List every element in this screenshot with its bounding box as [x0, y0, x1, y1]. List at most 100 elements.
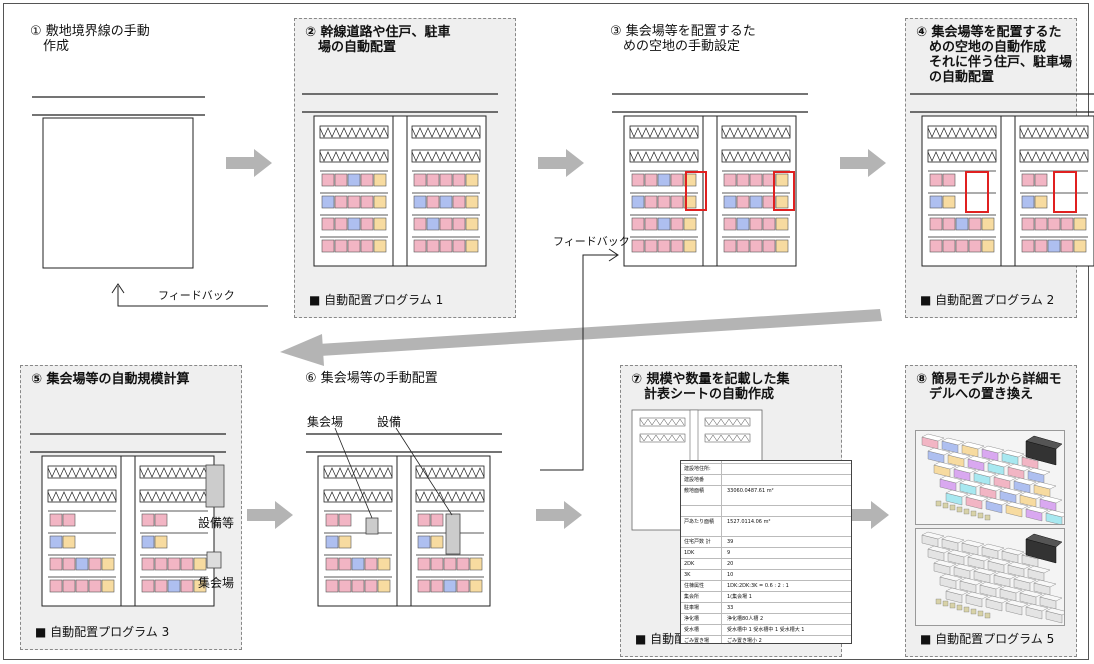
iso-roof [933, 461, 957, 470]
unit-cell [736, 217, 750, 231]
sheet-row-value: 9 [727, 550, 731, 556]
sheet-row-value: 1527.0114.06 m² [727, 519, 771, 525]
housing-zigzag [411, 127, 481, 138]
iso-roof [1045, 607, 1064, 616]
unit-cell [443, 557, 457, 571]
unit-cell [325, 579, 339, 593]
housing-zigzag [411, 151, 481, 162]
hall-block [365, 517, 379, 535]
iso-parking [970, 608, 977, 615]
housing-zigzag [927, 127, 997, 138]
unit-cell [413, 217, 427, 231]
unit-cell [657, 173, 671, 187]
unit-cell [338, 535, 352, 549]
unit-cell [723, 239, 737, 253]
unit-cell [360, 239, 374, 253]
unit-cell [426, 217, 440, 231]
site2-plan [302, 93, 498, 267]
unit-cell [377, 557, 391, 571]
unit-cell [452, 239, 466, 253]
unit-cell [1021, 195, 1035, 209]
iso-roof [1019, 491, 1043, 500]
unit-cell [193, 579, 207, 593]
sheet-row [681, 505, 851, 517]
mini-zigzag [704, 434, 750, 442]
unit-cell [775, 195, 789, 209]
mini-housing [704, 417, 751, 427]
unit-cell [1073, 217, 1087, 231]
unit-cell [62, 513, 76, 527]
unit-cell [373, 195, 387, 209]
unit-cell [430, 579, 444, 593]
unit-cell [644, 217, 658, 231]
sheet-row-value: 1DK:2DK:3K = 0.6 : 2 : 1 [727, 583, 789, 589]
unit-cell [180, 557, 194, 571]
iso-roof [1001, 449, 1025, 458]
unit-cell [141, 535, 155, 549]
unit-cell [347, 239, 361, 253]
iso-roof [999, 585, 1023, 594]
unit-cell [360, 173, 374, 187]
unit-cell [430, 513, 444, 527]
iso-parking [942, 502, 949, 509]
iso-roof [953, 563, 977, 572]
sheet-row-label: 2DK [684, 561, 695, 567]
unit-cell [180, 579, 194, 593]
unit-cell [49, 579, 63, 593]
step-7-title: ⑦ 規模や数量を記載した集 計表シートの自動作成 [631, 372, 790, 402]
arrow-3-to-4 [840, 149, 886, 177]
feedback-arrowhead-1 [111, 283, 125, 294]
iso-roof [985, 497, 1009, 506]
iso-parking [956, 506, 963, 513]
housing-zigzag [927, 151, 997, 162]
legend-equipment-box [205, 464, 225, 508]
unit-cell [631, 173, 645, 187]
iso-roof [927, 447, 951, 456]
site6-plan [306, 433, 502, 607]
iso-roof [1045, 509, 1064, 518]
unit-cell [417, 557, 431, 571]
unit-cell [775, 173, 789, 187]
unit-cell [417, 579, 431, 593]
iso-roof [1013, 575, 1037, 584]
unit-cell [334, 217, 348, 231]
arrow-4-to-5-head [280, 334, 324, 366]
unit-cell [968, 217, 982, 231]
arrow-7-to-8 [843, 501, 889, 529]
unit-cell [942, 239, 956, 253]
iso-parking [963, 508, 970, 515]
iso-roof [947, 549, 971, 558]
unit-cell [154, 557, 168, 571]
step-3-panel: ③ 集会場等を配置するた めの空地の手動設定 [600, 18, 820, 318]
mini-zigzag [704, 418, 750, 426]
iso-parking [977, 610, 984, 617]
site1-boundary [42, 117, 194, 269]
sheet-row-label: 住宅戸数 計 [684, 539, 711, 545]
unit-cell [88, 579, 102, 593]
simple-model-view [915, 430, 1065, 525]
unit-cell [1047, 239, 1061, 253]
unit-cell [1034, 239, 1048, 253]
unit-cell [762, 217, 776, 231]
feedback-arrowhead-2 [608, 248, 619, 262]
callout-equipment-leader [395, 427, 453, 516]
iso-parking [942, 600, 949, 607]
unit-cell [929, 239, 943, 253]
callout-hall-label: 集会場 [307, 415, 344, 429]
unit-cell [683, 239, 697, 253]
unit-cell [1021, 239, 1035, 253]
detailed-model-drawing [921, 531, 1064, 624]
unit-cell [452, 195, 466, 209]
iso-roof [1007, 561, 1031, 570]
unit-cell [942, 195, 956, 209]
sheet-row-value: ごみ置き場小 2 [727, 638, 762, 644]
housing-zigzag [629, 151, 699, 162]
legend-hall-box [206, 551, 222, 569]
sheet-row-label: 戸あたり面積 [684, 519, 715, 525]
unit-cell [154, 513, 168, 527]
